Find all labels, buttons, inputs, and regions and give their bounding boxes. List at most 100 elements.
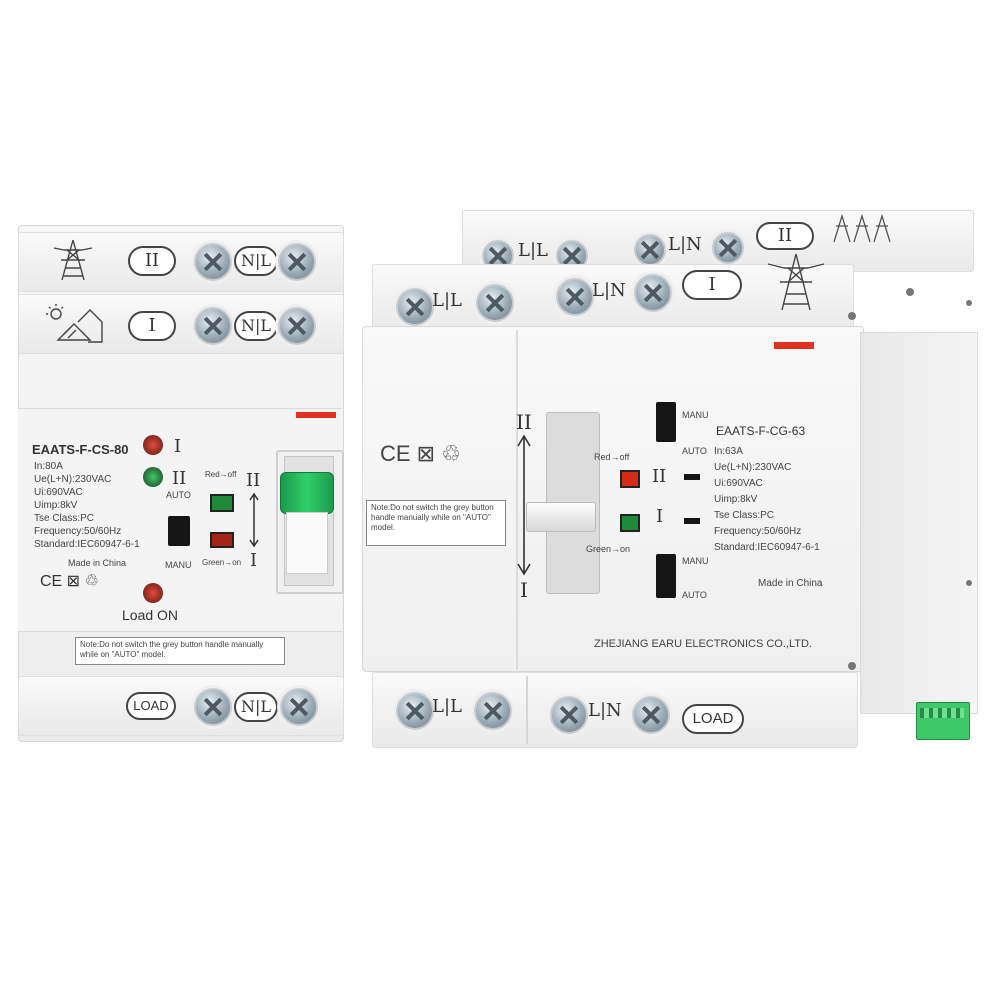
right-back-screw-3	[634, 234, 666, 266]
left-source2-terminal: N|L	[234, 246, 278, 276]
left-indicator-led-1	[143, 435, 163, 455]
right-spec-1: In:63A	[714, 446, 743, 457]
right-load-pill: LOAD	[682, 704, 744, 734]
right-made-in: Made in China	[758, 578, 823, 589]
left-source1-screw-1	[194, 307, 232, 345]
right-front-pill: I	[682, 270, 742, 300]
right-main-body	[362, 326, 864, 672]
left-source1-terminal: N|L	[234, 311, 278, 341]
left-load-on-led	[143, 583, 163, 603]
left-handle-top-label: II	[246, 470, 261, 491]
right-front-terminal-2: L|N	[592, 280, 626, 301]
right-bottom-screw-4	[632, 696, 670, 734]
right-manu-bottom-label: MANU	[682, 556, 709, 566]
left-indicator-led-2	[143, 467, 163, 487]
right-front-terminal: L|L	[432, 290, 462, 311]
right-status-mark-1	[684, 474, 700, 480]
left-handle-stem	[286, 512, 328, 574]
left-spec-6: Frequency:50/60Hz	[34, 526, 122, 537]
left-cert-marks: CE ⊠ ♲	[40, 573, 99, 590]
right-bottom-screw-2	[474, 692, 512, 730]
power-tower-icon	[833, 213, 891, 243]
right-company: ZHEJIANG EARU ELECTRONICS CO.,LTD.	[594, 638, 812, 650]
right-front-top-tier	[372, 264, 854, 334]
right-bottom-tier	[372, 672, 858, 748]
right-left-section-divider	[516, 330, 518, 670]
right-connector-pins	[920, 708, 964, 718]
left-spec-1: In:80A	[34, 461, 63, 472]
right-auto-top-label: AUTO	[682, 446, 707, 456]
left-made-in: Made in China	[68, 558, 127, 568]
right-spec-5: Tse Class:PC	[714, 510, 775, 521]
right-auto-manu-switch-top[interactable]	[656, 402, 676, 442]
right-side-hole-4	[966, 300, 972, 306]
right-red-window	[620, 470, 640, 488]
left-green-window	[210, 494, 234, 512]
left-handle-bottom-label: I	[250, 550, 258, 571]
right-manu-top-label: MANU	[682, 410, 709, 420]
right-auto-manu-switch-bottom[interactable]	[656, 554, 676, 598]
left-spec-4: Uimp:8kV	[34, 500, 78, 511]
left-spec-7: Standard:IEC60947-6-1	[34, 539, 140, 550]
right-front-screw-4	[634, 274, 672, 312]
power-tower-icon	[53, 239, 93, 281]
left-handle-arrow-icon	[249, 492, 259, 548]
right-model: EAATS-F-CG-63	[716, 424, 806, 438]
left-source2-pill: II	[128, 246, 176, 276]
right-warning-note: Note:Do not switch the grey button handl…	[366, 500, 506, 546]
left-load-screw-1	[194, 688, 232, 726]
left-source1-pill: I	[128, 311, 176, 341]
right-side-hole-2	[848, 662, 856, 670]
right-green-window	[620, 514, 640, 532]
left-spec-2: Ue(L+N):230VAC	[34, 474, 112, 485]
right-indicator-label-2: II	[652, 466, 667, 487]
right-handle-top-label: II	[516, 410, 532, 434]
left-warning-note: Note:Do not switch the grey button handl…	[75, 637, 285, 665]
left-source2-screw-2	[278, 243, 316, 281]
left-source1-screw-2	[278, 307, 316, 345]
left-indicator-label-2: II	[172, 468, 187, 489]
right-side-panel	[860, 332, 978, 714]
left-auto-manu-switch[interactable]	[168, 516, 190, 546]
right-handle-bottom-label: I	[520, 578, 528, 602]
power-tower-icon	[767, 253, 825, 311]
right-bottom-terminal-2: L|N	[588, 700, 622, 721]
right-side-hole-5	[966, 580, 972, 586]
left-load-on-label: Load ON	[122, 607, 179, 623]
left-load-terminal: N|L	[234, 692, 278, 722]
left-green-handle[interactable]	[280, 472, 334, 514]
right-auto-bottom-label: AUTO	[682, 590, 707, 600]
right-side-hole-1	[848, 312, 856, 320]
left-red-off-label: Red→off	[205, 470, 237, 479]
left-auto-label: AUTO	[166, 490, 191, 500]
right-bottom-screw-1	[396, 692, 434, 730]
right-bottom-divider	[526, 676, 528, 744]
right-red-bar	[774, 342, 814, 349]
left-indicator-label-1: I	[174, 436, 182, 457]
left-manu-label: MANU	[165, 560, 192, 570]
left-source2-screw-1	[194, 243, 232, 281]
right-back-screw-4	[712, 232, 744, 264]
right-indicator-label-1: I	[656, 506, 664, 527]
right-bottom-terminal: L|L	[432, 696, 462, 717]
right-status-mark-2	[684, 518, 700, 524]
right-spec-2: Ue(L+N):230VAC	[714, 462, 792, 473]
right-green-on-label: Green→on	[586, 544, 631, 554]
right-spec-7: Standard:IEC60947-6-1	[714, 542, 820, 553]
solar-house-icon	[46, 304, 103, 343]
left-load-row	[18, 676, 344, 736]
right-front-screw-2	[476, 284, 514, 322]
left-green-on-label: Green→on	[202, 558, 242, 567]
right-cert-marks: CE ⊠ ♲	[380, 441, 461, 466]
right-back-terminal: L|L	[518, 240, 548, 261]
left-spec-3: Ui:690VAC	[34, 487, 83, 498]
right-side-hole-3	[906, 288, 914, 296]
right-bottom-screw-3	[550, 696, 588, 734]
right-back-pill: II	[756, 222, 814, 250]
left-load-screw-2	[280, 688, 318, 726]
right-front-screw-3	[556, 278, 594, 316]
right-spec-3: Ui:690VAC	[714, 478, 763, 489]
right-back-terminal-2: L|N	[668, 234, 702, 255]
right-grey-handle[interactable]	[526, 502, 596, 532]
left-load-pill: LOAD	[126, 692, 176, 720]
